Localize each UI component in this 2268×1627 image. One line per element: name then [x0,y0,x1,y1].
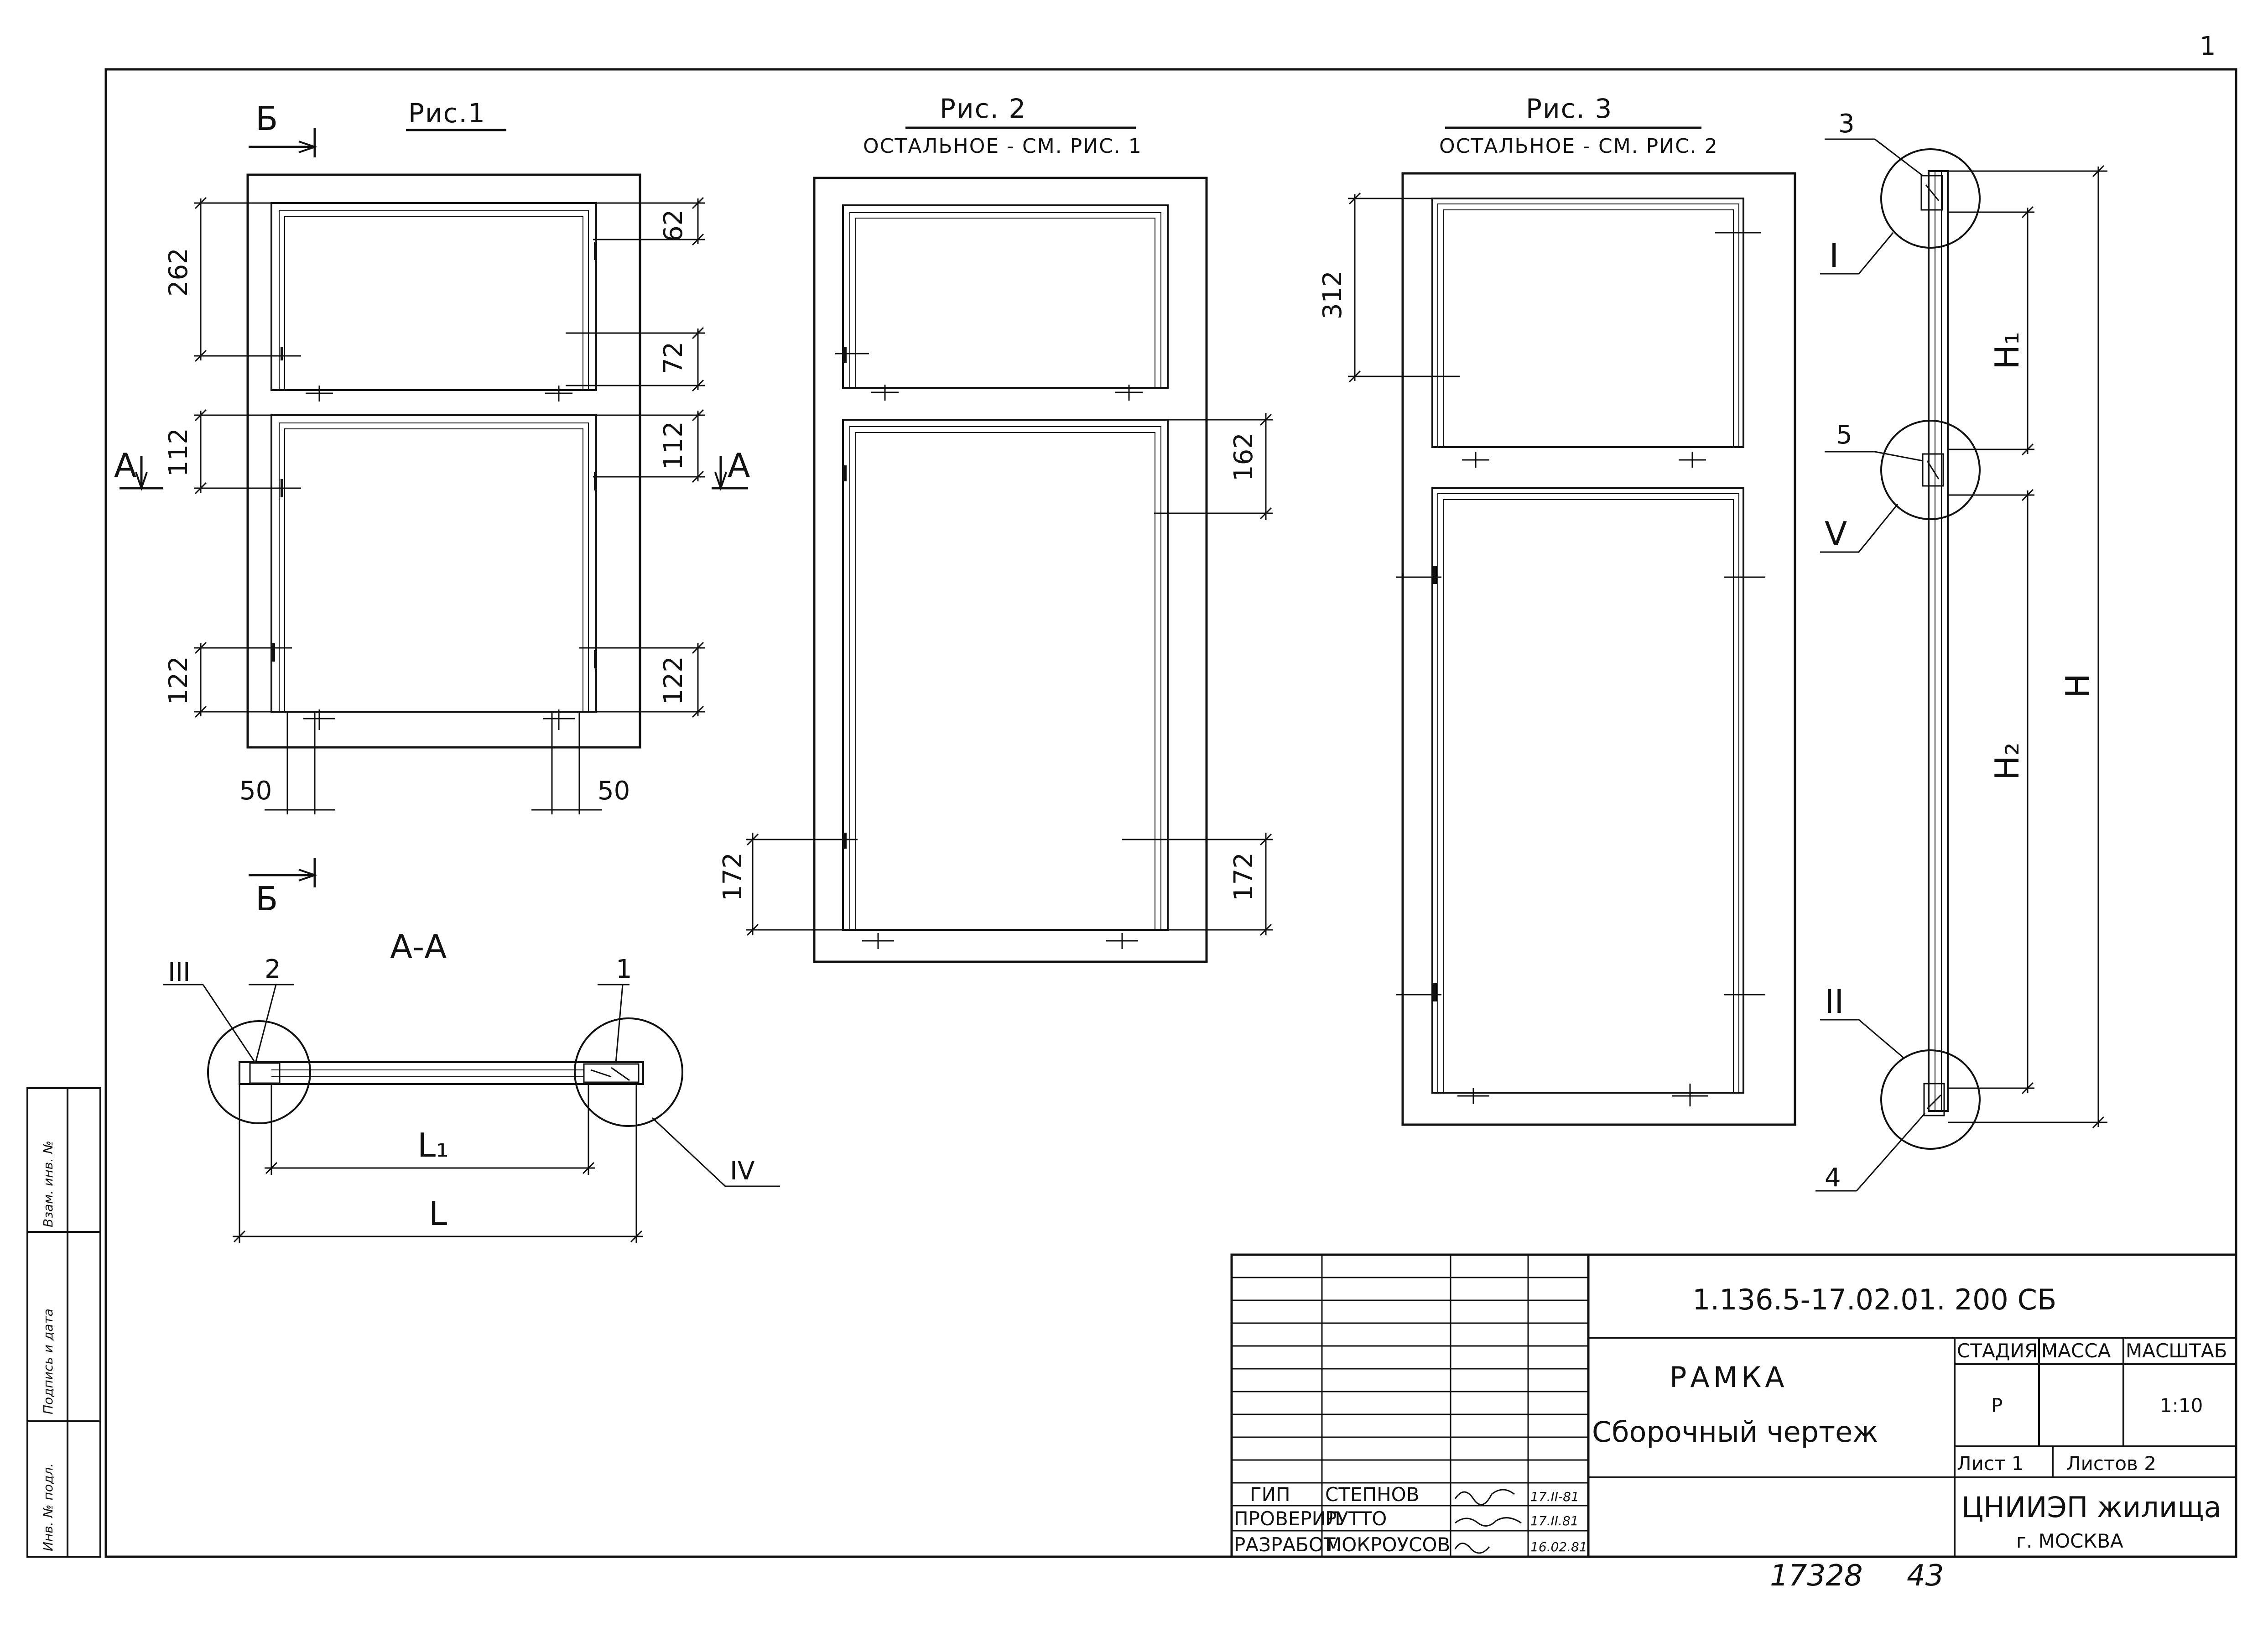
svg-text:III: III [168,958,191,987]
sheet-border [104,68,2237,1558]
svg-text:3: 3 [1838,109,1855,139]
svg-text:172: 172 [718,852,748,901]
svg-text:122: 122 [164,656,193,705]
svg-text:L₁: L₁ [417,1126,449,1164]
svg-text:H₂: H₂ [1988,742,2026,780]
svg-text:112: 112 [164,428,193,477]
svg-text:Сборочный чертеж: Сборочный чертеж [1592,1415,1878,1449]
figure-3: Рис. 3 ОСТАЛЬНОЕ - СМ. РИС. 2 312 [1318,93,1796,1126]
svg-text:IV: IV [730,1156,755,1186]
svg-text:50: 50 [598,776,630,806]
svg-text:262: 262 [164,248,193,297]
fig3-title: Рис. 3 [1526,93,1613,124]
svg-text:Лист 1: Лист 1 [1957,1452,2024,1475]
handwritten-page: 43 [1907,1559,1944,1593]
svg-text:I: I [1829,236,1839,275]
svg-text:112: 112 [659,421,688,470]
svg-text:5: 5 [1836,420,1852,450]
svg-text:СТАДИЯ: СТАДИЯ [1957,1340,2038,1362]
svg-text:L: L [429,1194,447,1233]
svg-text:А: А [114,446,136,485]
svg-text:V: V [1825,515,1847,553]
svg-text:312: 312 [1318,271,1347,319]
fig2-outer-frame [813,177,1208,963]
title-block: 1.136.5-17.02.01. 200 СБ РАМКА Сборочный… [1230,1253,2237,1558]
svg-text:Листов 2: Листов 2 [2066,1452,2156,1475]
fig2-title: Рис. 2 [940,93,1026,124]
svg-text:СТЕПНОВ: СТЕПНОВ [1325,1483,1420,1506]
svg-text:ЦНИИЭП жилища: ЦНИИЭП жилища [1961,1491,2221,1524]
figure-2: Рис. 2 ОСТАЛЬНОЕ - СМ. РИС. 1 [718,93,1273,963]
svg-text:РУТТО: РУТТО [1325,1507,1387,1530]
svg-text:Подпись и дата: Подпись и дата [41,1309,56,1414]
fig1-outer-frame [246,173,641,749]
figure-1: Рис.1 262 [114,98,750,918]
fig1-lower-opening [270,414,597,713]
svg-text:Р: Р [1991,1394,2003,1417]
svg-text:16.02.81: 16.02.81 [1530,1539,1587,1554]
svg-text:А: А [728,446,750,485]
fig2-note: ОСТАЛЬНОЕ - СМ. РИС. 1 [863,135,1142,158]
svg-text:172: 172 [1229,852,1259,901]
svg-text:МОКРОУСОВ: МОКРОУСОВ [1325,1533,1450,1556]
svg-text:1:10: 1:10 [2160,1394,2203,1417]
svg-text:Взам. инв. №: Взам. инв. № [41,1141,56,1227]
handwritten-number: 17328 [1770,1559,1863,1593]
svg-text:2: 2 [265,954,281,984]
svg-text:1.136.5-17.02.01. 200 СБ: 1.136.5-17.02.01. 200 СБ [1692,1283,2056,1316]
svg-text:H: H [2059,673,2097,698]
svg-text:4: 4 [1825,1163,1841,1193]
svg-text:II: II [1825,982,1844,1021]
svg-text:МАССА: МАССА [2041,1340,2111,1362]
section-a-a: А-А L₁ L III 2 1 IV [163,928,780,1243]
svg-text:122: 122 [659,656,688,705]
fig1-upper-opening [270,202,597,391]
svg-text:РАМКА: РАМКА [1670,1361,1788,1394]
fig3-outer-frame [1401,172,1796,1126]
svg-text:Б: Б [255,880,278,918]
svg-text:H₁: H₁ [1988,332,2026,370]
svg-text:г. МОСКВА: г. МОСКВА [2016,1530,2123,1552]
svg-text:1: 1 [616,954,632,984]
svg-text:50: 50 [239,776,272,806]
corner-mark: 1 [2200,31,2216,61]
profile-view: H₁ H₂ H 3 I 5 V II 4 [1815,109,2107,1193]
side-stamp: Инв. № подл. Подпись и дата Взам. инв. № [26,1087,101,1558]
section-title: А-А [390,928,447,966]
svg-text:17.II-81: 17.II-81 [1530,1489,1579,1504]
fig1-title: Рис.1 [408,98,486,129]
svg-text:162: 162 [1229,433,1259,481]
svg-text:РАЗРАБОТ.: РАЗРАБОТ. [1234,1533,1342,1556]
svg-text:ГИП: ГИП [1250,1483,1290,1506]
fig3-note: ОСТАЛЬНОЕ - СМ. РИС. 2 [1439,135,1718,158]
svg-text:62: 62 [659,209,688,242]
svg-text:17.II.81: 17.II.81 [1530,1513,1579,1528]
svg-text:ПРОВЕРИЛ: ПРОВЕРИЛ [1234,1507,1341,1530]
svg-text:МАСШТАБ: МАСШТАБ [2126,1340,2227,1362]
svg-text:72: 72 [659,342,688,374]
svg-text:Инв. № подл.: Инв. № подл. [41,1463,56,1551]
svg-text:Б: Б [255,99,278,138]
